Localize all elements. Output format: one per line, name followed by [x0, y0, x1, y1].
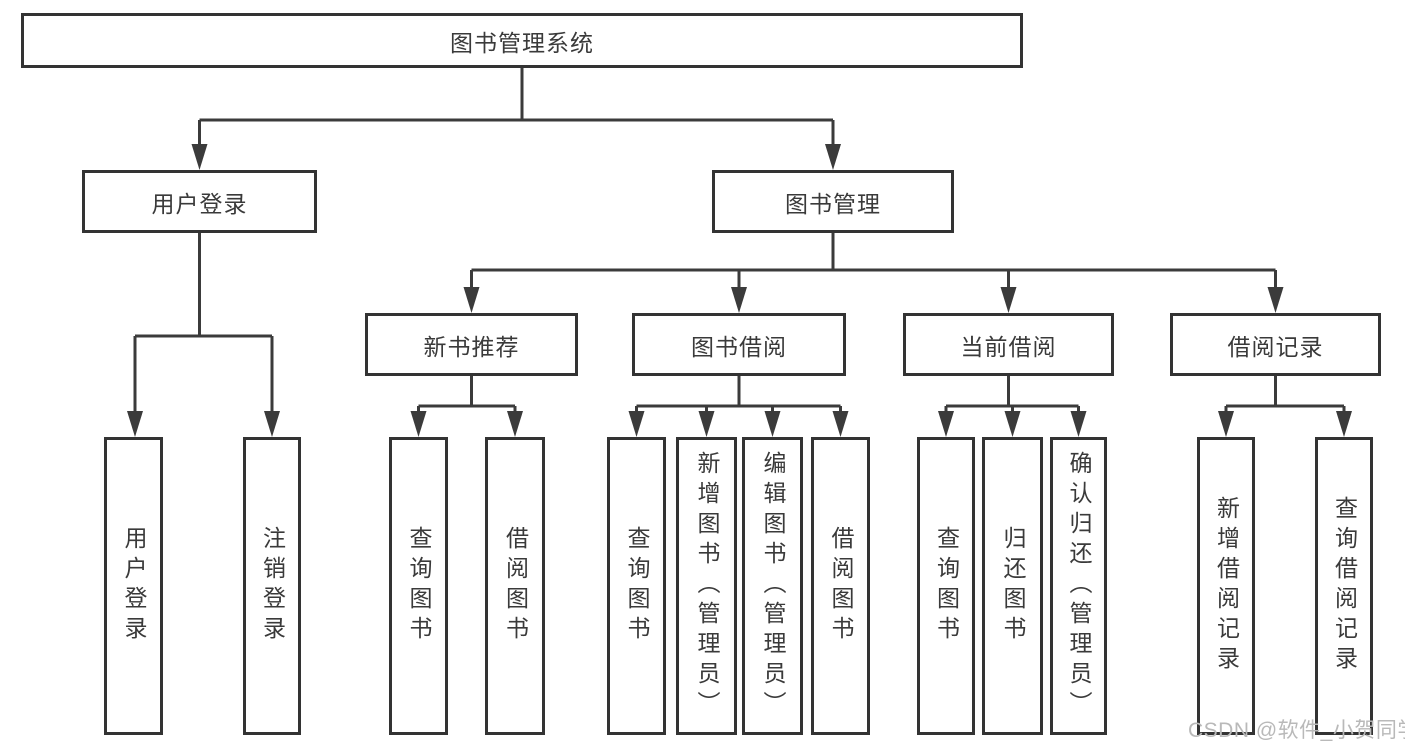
leaf-query-books-borrowing: 查询图书	[607, 437, 666, 735]
leaf-add-books-admin: 新增图书（管理员）	[676, 437, 737, 735]
leaf-query-books-recommendation: 查询图书	[389, 437, 448, 735]
node-borrowing-records: 借阅记录	[1170, 313, 1381, 376]
connector-root-to-level2	[191, 68, 841, 170]
connector-current-borrow-children	[938, 376, 1087, 437]
leaf-add-borrow-record: 新增借阅记录	[1197, 437, 1255, 735]
connector-book-mgmt-children	[463, 233, 1284, 313]
connector-user-login-children	[127, 233, 280, 437]
leaf-logout: 注销登录	[243, 437, 301, 735]
leaf-query-books-current: 查询图书	[917, 437, 975, 735]
node-library-management-system: 图书管理系统	[21, 13, 1023, 68]
csdn-watermark: CSDN @软件_小贺同学	[1188, 719, 1405, 742]
connector-borrow-record-children	[1218, 376, 1352, 437]
node-current-borrowing: 当前借阅	[903, 313, 1114, 376]
leaf-user-login: 用户登录	[104, 437, 163, 735]
leaf-borrow-books-recommendation: 借阅图书	[485, 437, 545, 735]
node-book-borrowing: 图书借阅	[632, 313, 846, 376]
leaf-query-borrow-record: 查询借阅记录	[1315, 437, 1373, 735]
leaf-edit-books-admin: 编辑图书（管理员）	[742, 437, 803, 735]
leaf-confirm-return-admin: 确认归还（管理员）	[1050, 437, 1107, 735]
node-new-book-recommendation: 新书推荐	[365, 313, 578, 376]
leaf-borrow-books: 借阅图书	[811, 437, 870, 735]
leaf-return-books: 归还图书	[982, 437, 1043, 735]
node-user-login: 用户登录	[82, 170, 317, 233]
connector-book-borrow-children	[628, 376, 849, 437]
node-book-management: 图书管理	[712, 170, 954, 233]
connector-new-book-rec-children	[410, 376, 523, 437]
